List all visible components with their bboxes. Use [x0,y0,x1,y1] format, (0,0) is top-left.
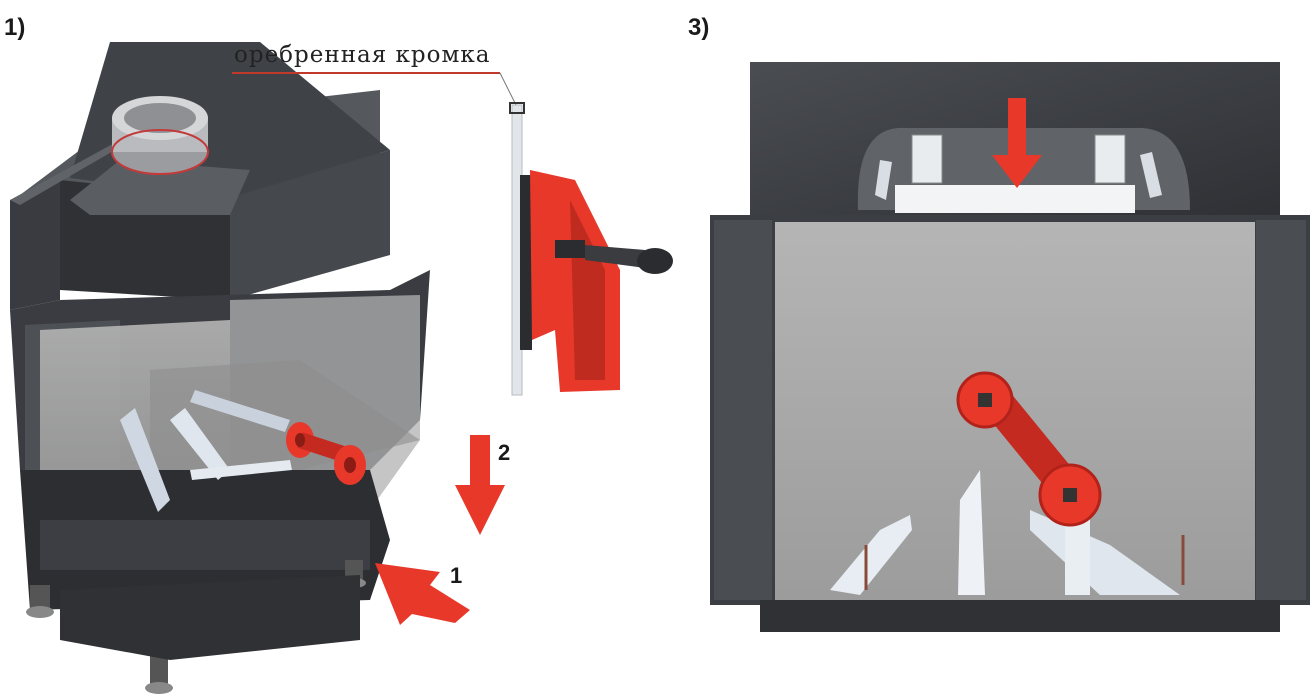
suction-cup-lifter-icon [956,371,1102,527]
step-label-1: 1) [4,14,26,41]
fireplace-isometric-figure [10,42,505,694]
arrow-2-number: 2 [498,440,511,465]
arrow-down-icon [992,98,1042,188]
arrow-1-number: 1 [450,563,463,588]
fireplace-front-figure [710,62,1310,632]
suction-cup-lifter-icon [286,422,366,485]
step-label-3: 3) [688,14,710,41]
callout-ribbed-edge: оребренная кромка [234,42,491,68]
arrow-down-icon [455,435,505,535]
callout-leader [232,72,517,106]
arrow-diagonal-icon [375,563,470,625]
lifter-side-view [509,102,673,396]
